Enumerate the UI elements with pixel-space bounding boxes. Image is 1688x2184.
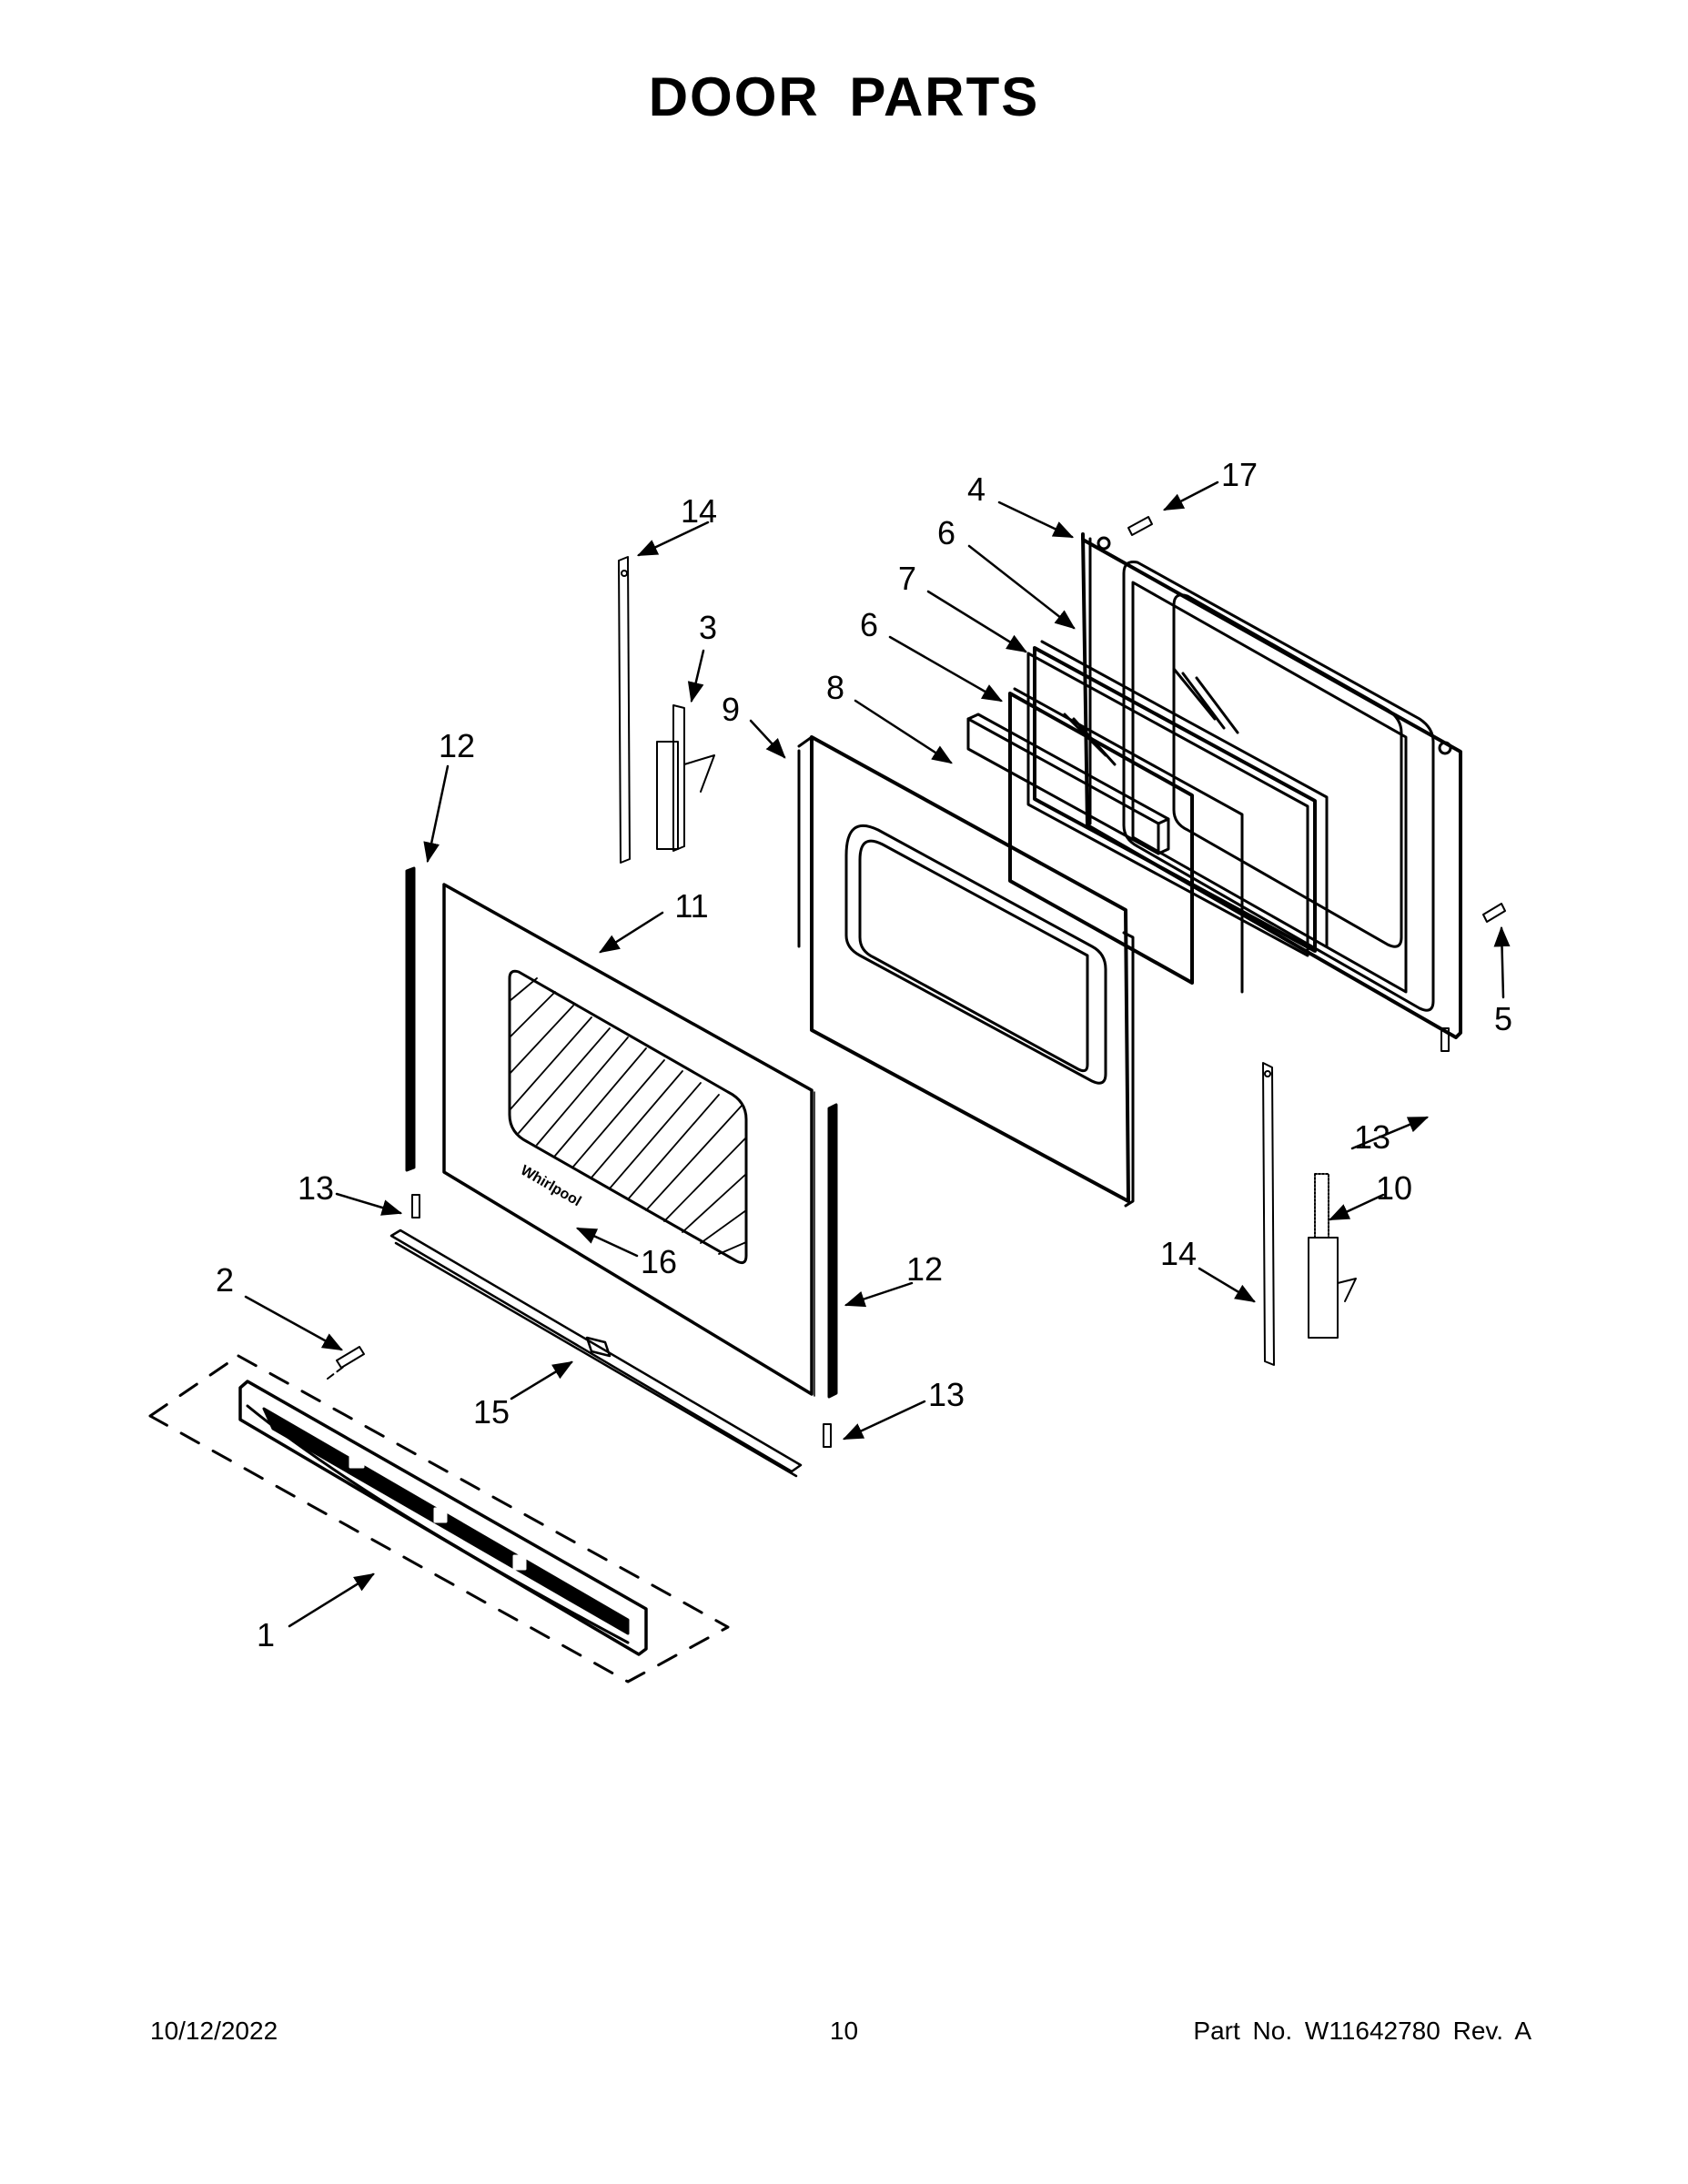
callout-15: 15 [472,1393,510,1431]
screw-part-13-left [411,1194,420,1218]
callout-12a: 12 [438,727,476,764]
callout-14b: 14 [1159,1235,1198,1272]
callout-6a: 6 [936,514,956,551]
footer-date: 10/12/2022 [150,2017,278,2045]
outer-door-glass-part-11: Whirlpool [442,883,815,1397]
callout-8: 8 [825,669,845,706]
hinge-channel-part-14-lower [1262,1062,1275,1366]
screw-part-17 [1127,516,1153,536]
insulation-part-8 [966,713,1170,855]
glass-pane-part-6 [1008,667,1244,994]
screw-part-2 [327,1346,365,1380]
glass-pack-part-7 [1026,640,1329,957]
callout-13b: 13 [1353,1118,1391,1156]
hinge-part-3 [656,704,715,852]
side-trim-part-12-left [405,866,416,1172]
callout-11: 11 [674,887,709,925]
hinge-channel-part-14-upper [618,556,631,864]
callout-9: 9 [721,691,741,728]
footer-part-number: Part No. W11642780 Rev. A [1193,2017,1531,2045]
callout-1: 1 [256,1616,276,1653]
page-title: DOOR PARTS [648,66,1040,127]
hinge-part-10 [1308,1173,1357,1339]
screw-part-13-right [1440,1027,1450,1052]
callout-7: 7 [897,560,917,597]
callout-5: 5 [1493,1000,1513,1037]
footer-page-number: 10 [829,2017,859,2045]
callout-3: 3 [698,609,718,646]
callout-12b: 12 [905,1250,944,1288]
leader-arrows [244,480,1511,1628]
callout-13c: 13 [927,1376,965,1413]
inner-door-panel-part-4 [1081,532,1462,1039]
handle-part-1 [148,1354,730,1684]
callout-17: 17 [1220,456,1258,493]
callout-16: 16 [640,1243,678,1280]
callout-6b: 6 [859,606,879,643]
door-frame-part-9 [797,735,1135,1208]
callout-13a: 13 [297,1169,335,1207]
screw-part-5 [1482,903,1506,923]
bottom-trim-part-15 [389,1228,803,1478]
callout-14a: 14 [680,492,718,530]
screw-part-13-bottom [823,1423,832,1448]
callout-10: 10 [1375,1169,1413,1207]
side-trim-part-12-right [827,1103,838,1399]
callout-2: 2 [215,1261,235,1299]
callout-4: 4 [966,470,986,508]
